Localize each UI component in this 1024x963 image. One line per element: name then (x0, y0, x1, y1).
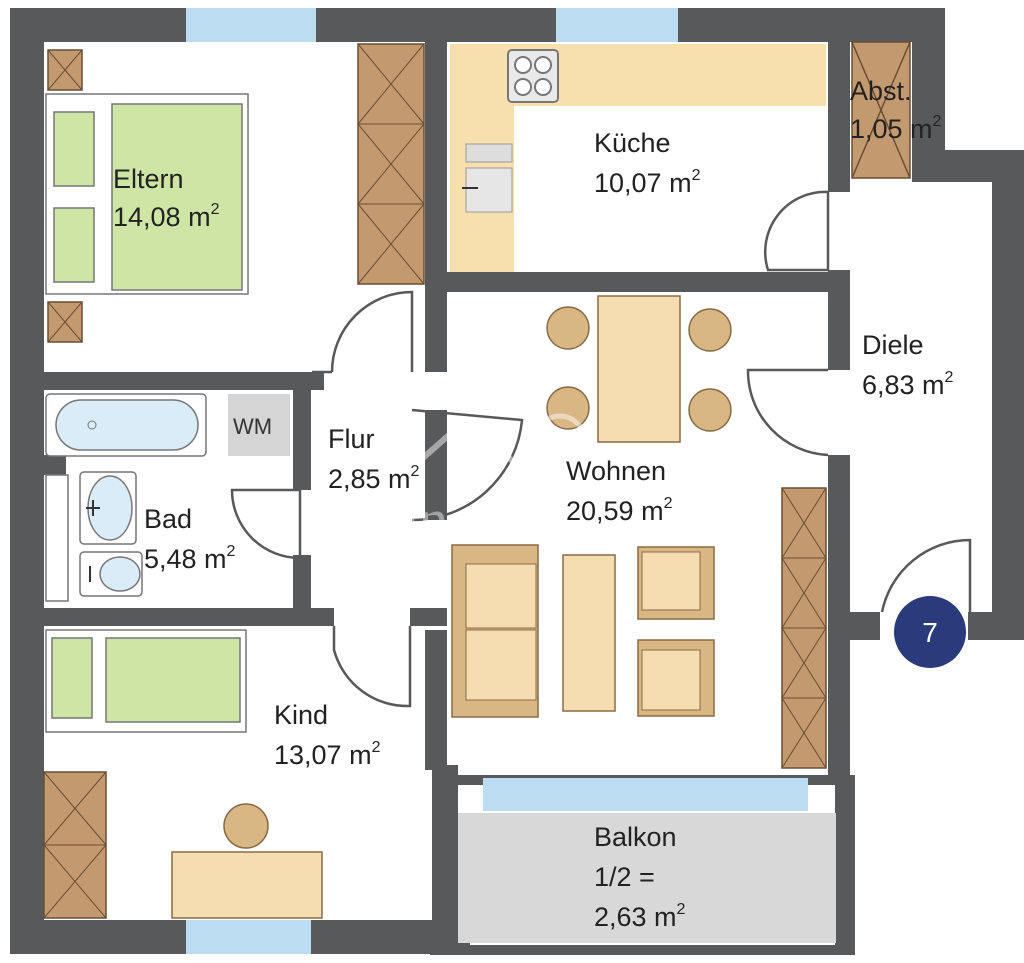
room-area-sup: 2 (692, 167, 701, 184)
room-area: 20,59 m (566, 496, 664, 526)
room-area: 13,07 m (274, 740, 372, 770)
room-name: Wohnen (566, 456, 666, 486)
sofa-set (451, 544, 715, 718)
double-bed (45, 49, 249, 343)
room-name: Eltern (113, 164, 184, 194)
room-name: Kind (274, 700, 328, 730)
wardrobe-eltern (357, 43, 425, 285)
room-name: Diele (862, 330, 924, 360)
room-area: 2,85 m (328, 464, 411, 494)
watermark: ohne-makler (358, 413, 662, 553)
unit-number-badge: 7 (894, 596, 966, 668)
svg-text:14,08 m2: 14,08 m2 (113, 201, 220, 232)
watermark-text: ohne-makler (358, 487, 661, 553)
room-area-sup: 2 (664, 495, 673, 512)
dining-set (546, 295, 732, 443)
svg-text:2,85 m2: 2,85 m2 (328, 463, 420, 494)
room-label-kind: Kind 13,07 m2 (274, 700, 381, 770)
room-area: 2,63 m (594, 902, 677, 932)
svg-text:13,07 m2: 13,07 m2 (274, 739, 381, 770)
room-label-kueche: Küche 10,07 m2 (594, 128, 701, 198)
room-label-balkon: Balkon 1/2 = 2,63 m2 (594, 822, 686, 932)
doors (230, 190, 972, 708)
room-area: 1,05 m (850, 114, 933, 144)
room-area-sup: 2 (411, 463, 420, 480)
room-area: 5,48 m (144, 544, 227, 574)
room-area: 6,83 m (862, 370, 945, 400)
room-area-sup: 2 (933, 113, 942, 130)
room-name: Bad (144, 504, 192, 534)
balcony (458, 813, 836, 943)
washer-label: WM (233, 414, 272, 439)
wardrobe-kind (43, 771, 107, 919)
desk (171, 803, 323, 919)
room-name: Abst. (850, 76, 912, 106)
room-label-eltern: Eltern 14,08 m2 (113, 164, 220, 232)
svg-text:20,59 m2: 20,59 m2 (566, 495, 673, 526)
room-fraction: 1/2 = (594, 862, 655, 892)
storage-closet (851, 41, 911, 179)
room-area: 14,08 m (113, 202, 211, 232)
room-name: Balkon (594, 822, 677, 852)
room-label-diele: Diele 6,83 m2 (862, 330, 954, 400)
svg-text:1,05 m2: 1,05 m2 (850, 113, 942, 144)
room-label-abst: Abst. 1,05 m2 (850, 76, 942, 144)
room-label-flur: Flur 2,85 m2 (328, 424, 420, 494)
windows (186, 8, 808, 954)
svg-text:6,83 m2: 6,83 m2 (862, 369, 954, 400)
bathroom-fixtures (45, 393, 290, 602)
room-area: 10,07 m (594, 168, 692, 198)
room-area-sup: 2 (945, 369, 954, 386)
wall-cabinet (781, 487, 827, 769)
svg-text:5,48 m2: 5,48 m2 (144, 543, 236, 574)
room-area-sup: 2 (227, 543, 236, 560)
room-name: Küche (594, 128, 671, 158)
room-name: Flur (328, 424, 375, 454)
room-area-sup: 2 (372, 739, 381, 756)
room-area-sup: 2 (211, 201, 220, 218)
room-label-bad: Bad 5,48 m2 (144, 504, 236, 574)
single-bed (45, 629, 247, 733)
kitchen-counter (450, 44, 826, 272)
room-area-sup: 2 (677, 901, 686, 918)
room-label-wohnen: Wohnen 20,59 m2 (566, 456, 673, 526)
unit-number: 7 (922, 617, 938, 648)
svg-text:10,07 m2: 10,07 m2 (594, 167, 701, 198)
svg-text:2,63 m2: 2,63 m2 (594, 901, 686, 932)
